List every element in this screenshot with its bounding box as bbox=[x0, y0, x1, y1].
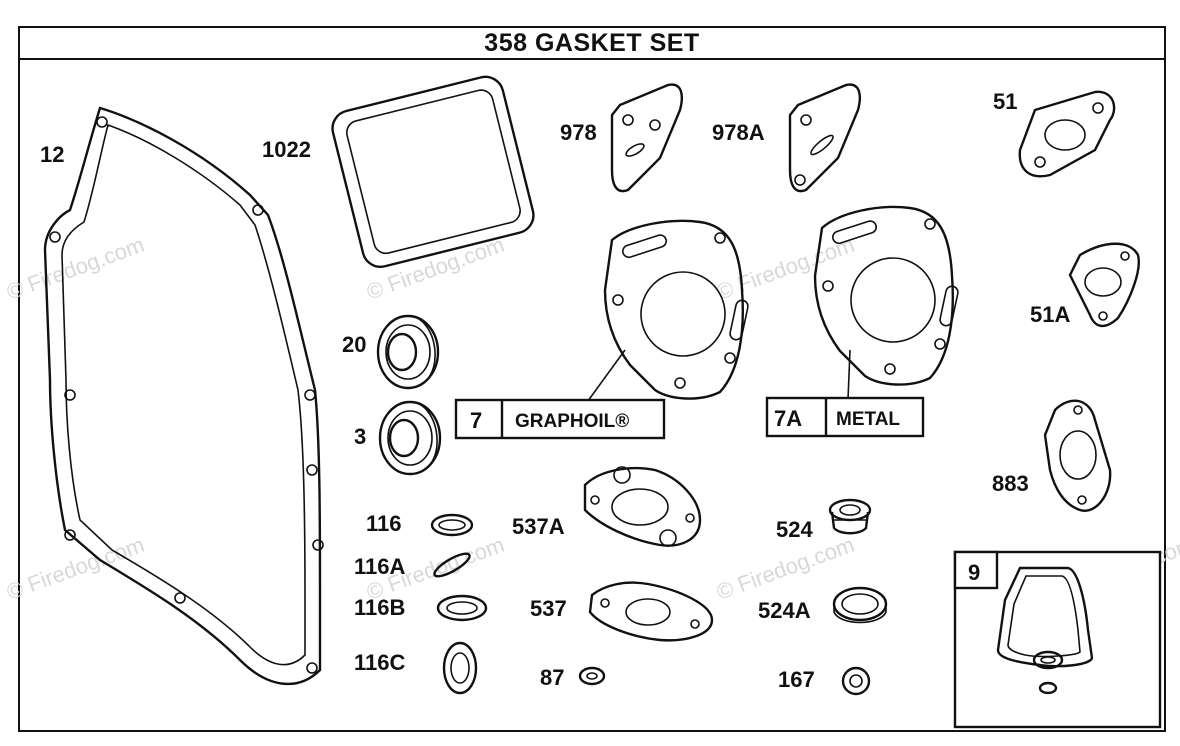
part-label-7-desc: GRAPHOIL® bbox=[515, 411, 629, 432]
diagram-frame: 358 GASKET SET bbox=[18, 26, 1166, 732]
oil-seal-3-shape bbox=[378, 400, 442, 476]
gasket-1022-shape bbox=[331, 75, 535, 268]
part-label-978: 978 bbox=[560, 120, 597, 145]
gasket-537-shape bbox=[588, 581, 714, 642]
watermark: © Firedog.com bbox=[713, 532, 857, 605]
part-label-116: 116 bbox=[366, 511, 402, 536]
gasket-51-shape bbox=[1018, 90, 1116, 178]
washer-87-shape bbox=[578, 666, 606, 686]
diagram-title: 358 GASKET SET bbox=[484, 28, 700, 57]
label-box-7 bbox=[454, 398, 666, 440]
valve-seal-524-shape bbox=[828, 498, 872, 535]
seal-524A-shape bbox=[832, 586, 888, 624]
part-label-20: 20 bbox=[342, 332, 366, 357]
part-label-978A: 978A bbox=[712, 120, 765, 145]
part-label-51A: 51A bbox=[1030, 302, 1070, 327]
watermark: © Firedog.com bbox=[3, 232, 147, 305]
gasket-537A-shape bbox=[583, 466, 702, 547]
label-box-7A bbox=[765, 396, 925, 438]
washer-167-shape bbox=[841, 666, 871, 696]
seal-116C-shape bbox=[442, 641, 478, 695]
gasket-978A-shape bbox=[788, 83, 861, 193]
part-label-51: 51 bbox=[993, 89, 1017, 114]
head-gasket-7-shape bbox=[584, 219, 749, 406]
watermark: © Firedog.com bbox=[363, 232, 507, 305]
part-label-3: 3 bbox=[354, 424, 366, 449]
part-label-9: 9 bbox=[968, 560, 980, 585]
title-bar: 358 GASKET SET bbox=[20, 28, 1164, 60]
gasket-51A-shape bbox=[1068, 242, 1140, 328]
watermark: © Firedog.com bbox=[3, 532, 147, 605]
part-label-7A-desc: METAL bbox=[836, 409, 900, 430]
part-label-1022: 1022 bbox=[262, 137, 311, 162]
head-gasket-7A-shape bbox=[813, 205, 959, 401]
part-label-116A: 116A bbox=[354, 554, 405, 579]
inset-box-9 bbox=[953, 550, 1162, 729]
part-label-87: 87 bbox=[540, 665, 564, 690]
part-label-12: 12 bbox=[40, 142, 64, 167]
part-label-537: 537 bbox=[530, 596, 567, 621]
part-label-116C: 116C bbox=[354, 650, 405, 675]
part-labels: 12 1022 978 978A 51 51A 20 3 883 116 116… bbox=[40, 89, 1070, 692]
oil-seal-20-shape bbox=[376, 314, 440, 390]
part-label-7A: 7A bbox=[774, 406, 802, 431]
gasket-883-shape bbox=[1043, 399, 1112, 512]
o-ring-116-shape bbox=[430, 513, 474, 537]
gasket-12-shape bbox=[43, 106, 324, 686]
part-label-537A: 537A bbox=[512, 514, 565, 539]
o-ring-116A-shape bbox=[433, 552, 471, 578]
part-label-524A: 524A bbox=[758, 598, 811, 623]
gasket-978-shape bbox=[610, 83, 683, 193]
part-label-116B: 116B bbox=[354, 595, 405, 620]
part-label-7: 7 bbox=[470, 408, 482, 433]
o-ring-116B-shape bbox=[436, 594, 488, 622]
part-label-167: 167 bbox=[778, 667, 815, 692]
part-label-883: 883 bbox=[992, 471, 1029, 496]
part-label-524: 524 bbox=[776, 517, 813, 542]
